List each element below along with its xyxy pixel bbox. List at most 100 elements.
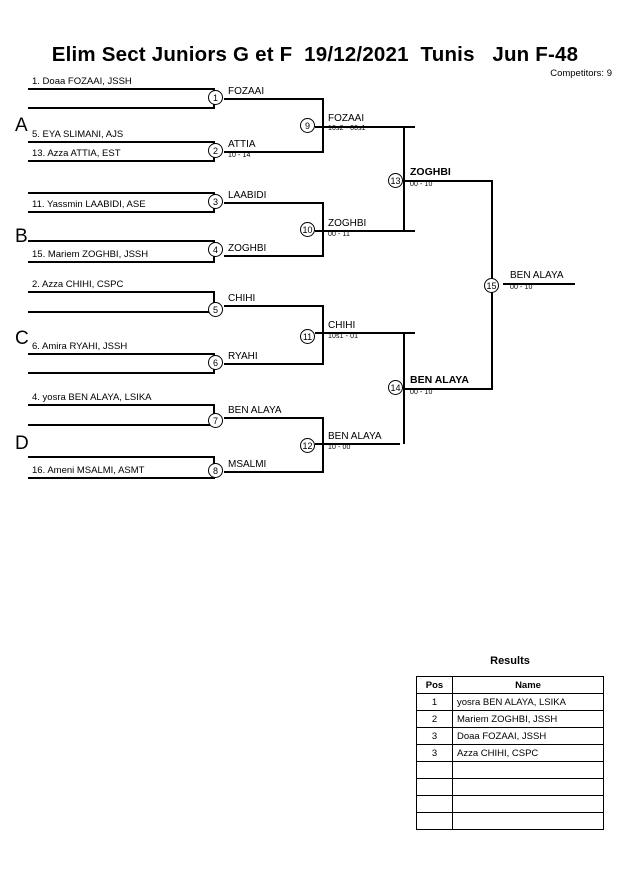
match-winner-11: CHIHI <box>328 320 356 331</box>
entrant-8: 4. yosra BEN ALAYA, LSIKA <box>32 392 152 403</box>
match-number-14[interactable]: 14 <box>388 380 403 395</box>
bracket-line <box>224 471 324 473</box>
table-row <box>416 795 604 813</box>
results-header-row: Pos Name <box>416 676 604 694</box>
bracket-line <box>224 305 324 307</box>
bracket-line <box>213 291 215 312</box>
bracket-line <box>28 88 215 90</box>
entrant-2: 5. EYA SLIMANI, AJS <box>32 129 124 140</box>
bracket-line <box>28 211 215 213</box>
result-name <box>452 795 604 813</box>
match-number-7[interactable]: 7 <box>208 413 223 428</box>
page-title: Elim Sect Juniors G et F 19/12/2021 Tuni… <box>51 43 579 66</box>
entrant-1: 1. Doaa FOZAAI, JSSH <box>32 76 132 87</box>
entrant-3: 13. Azza ATTIA, EST <box>32 148 121 159</box>
bracket-line <box>28 353 215 355</box>
bracket-line <box>224 98 324 100</box>
match-number-4[interactable]: 4 <box>208 242 223 257</box>
match-number-9[interactable]: 9 <box>300 118 315 133</box>
bracket-line <box>224 255 324 257</box>
match-winner-13: ZOGHBI <box>410 166 451 178</box>
result-name: yosra BEN ALAYA, LSIKA <box>452 693 604 711</box>
bracket-line <box>224 202 324 204</box>
match-winner-9: FOZAAI <box>328 113 365 124</box>
match-number-3[interactable]: 3 <box>208 194 223 209</box>
match-number-11[interactable]: 11 <box>300 329 315 344</box>
bracket-line <box>28 261 215 263</box>
match-winner-7: BEN ALAYA <box>228 405 282 416</box>
match-number-6[interactable]: 6 <box>208 355 223 370</box>
result-name: Azza CHIHI, CSPC <box>452 744 604 762</box>
result-pos: 3 <box>416 727 453 745</box>
group-label-c: C <box>15 328 29 349</box>
match-winner-15: BEN ALAYA <box>510 270 564 281</box>
match-number-12[interactable]: 12 <box>300 438 315 453</box>
bracket-line <box>503 283 575 285</box>
bracket-line <box>28 160 215 162</box>
match-score-11: 10s1 - 01 <box>328 333 359 340</box>
table-row <box>416 761 604 779</box>
match-winner-4: ZOGHBI <box>228 243 267 254</box>
result-pos <box>416 778 453 796</box>
match-number-5[interactable]: 5 <box>208 302 223 317</box>
entrant-7: 6. Amira RYAHI, JSSH <box>32 341 128 352</box>
entrant-6: 2. Azza CHIHI, CSPC <box>32 279 124 290</box>
match-number-1[interactable]: 1 <box>208 90 223 105</box>
bracket-line <box>224 363 324 365</box>
bracket-line <box>315 230 415 232</box>
bracket-line <box>28 424 215 426</box>
result-name <box>452 778 604 796</box>
match-number-13[interactable]: 13 <box>388 173 403 188</box>
bracket-line <box>28 141 215 143</box>
match-score-10: 00 - 11 <box>328 231 350 238</box>
result-name: Doaa FOZAAI, JSSH <box>452 727 604 745</box>
table-row: 2 Mariem ZOGHBI, JSSH <box>416 710 604 728</box>
result-name <box>452 812 604 830</box>
results-table: Pos Name 1 yosra BEN ALAYA, LSIKA 2 Mari… <box>416 676 604 830</box>
table-row <box>416 778 604 796</box>
match-number-2[interactable]: 2 <box>208 143 223 158</box>
match-score-2: 10 - 14 <box>228 152 251 159</box>
result-pos: 2 <box>416 710 453 728</box>
table-row <box>416 812 604 830</box>
table-row: 1 yosra BEN ALAYA, LSIKA <box>416 693 604 711</box>
results-column-pos: Pos <box>416 676 453 694</box>
result-name: Mariem ZOGHBI, JSSH <box>452 710 604 728</box>
match-number-10[interactable]: 10 <box>300 222 315 237</box>
entrant-5: 15. Mariem ZOGHBI, JSSH <box>32 249 149 260</box>
match-winner-3: LAABIDI <box>228 190 267 201</box>
match-number-15[interactable]: 15 <box>484 278 499 293</box>
bracket-line <box>28 192 215 194</box>
bracket-line <box>28 404 215 406</box>
bracket-line <box>28 477 215 479</box>
table-row: 3 Azza CHIHI, CSPC <box>416 744 604 762</box>
match-score-9: 10s2 - 00s1 <box>328 125 366 132</box>
match-winner-2: ATTIA <box>228 139 256 150</box>
bracket-line <box>28 372 215 374</box>
match-winner-14: BEN ALAYA <box>410 374 469 386</box>
entrant-4: 11. Yassmin LAABIDI, ASE <box>32 199 146 210</box>
match-number-8[interactable]: 8 <box>208 463 223 478</box>
match-score-12: 10 - 00 <box>328 444 351 451</box>
bracket-line <box>322 417 324 472</box>
bracket-line <box>28 240 215 242</box>
result-pos <box>416 761 453 779</box>
bracket-line <box>315 443 400 445</box>
bracket-line <box>403 180 493 182</box>
group-label-b: B <box>15 226 28 247</box>
bracket-line <box>28 456 215 458</box>
match-winner-5: CHIHI <box>228 293 256 304</box>
results-title: Results <box>490 655 530 667</box>
group-label-d: D <box>15 433 29 454</box>
match-winner-8: MSALMI <box>228 459 267 470</box>
match-winner-1: FOZAAI <box>228 86 265 97</box>
match-winner-6: RYAHI <box>228 351 258 362</box>
table-row: 3 Doaa FOZAAI, JSSH <box>416 727 604 745</box>
bracket-line <box>322 98 324 152</box>
result-pos: 1 <box>416 693 453 711</box>
match-score-15: 00 - 10 <box>510 284 533 291</box>
result-name <box>452 761 604 779</box>
match-winner-12: BEN ALAYA <box>328 431 382 442</box>
match-score-13: 00 - 10 <box>410 181 433 188</box>
